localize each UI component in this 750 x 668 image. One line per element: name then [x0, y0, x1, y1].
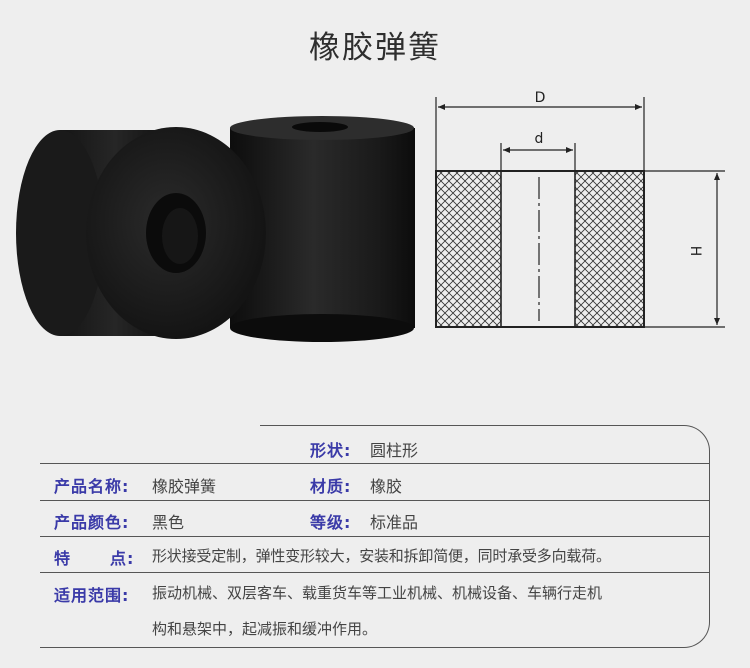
front-cylinder	[16, 127, 266, 339]
spec-panel-mask	[40, 424, 260, 427]
height-label: H	[687, 246, 703, 257]
shape-value: 圆柱形	[370, 441, 419, 460]
product-photo	[16, 116, 415, 342]
shape-label: 形状:	[310, 441, 352, 460]
features-value: 形状接受定制，弹性变形较大，安装和拆卸简便，同时承受多向载荷。	[152, 547, 611, 565]
usage-value-line1: 振动机械、双层客车、载重货车等工业机械、机械设备、车辆行走机	[152, 584, 603, 602]
usage-label: 适用范围:	[54, 586, 130, 605]
row-divider	[40, 572, 710, 573]
row-divider	[40, 536, 710, 537]
usage-value-line2: 构和悬架中，起减振和缓冲作用。	[152, 620, 378, 638]
page-title: 橡胶弹簧	[309, 30, 441, 66]
grade-label: 等级:	[310, 513, 352, 532]
name-value: 橡胶弹簧	[152, 477, 217, 496]
grade-value: 标准品	[370, 513, 419, 532]
features-label-first: 特	[54, 549, 72, 568]
dimension-diagram: D d H	[435, 90, 725, 328]
material-label: 材质:	[310, 477, 352, 496]
features-label-second: 点:	[110, 549, 135, 568]
name-label: 产品名称:	[54, 477, 130, 496]
color-value: 黑色	[152, 513, 185, 532]
outer-diameter-label: D	[535, 90, 546, 106]
material-value: 橡胶	[370, 477, 403, 496]
color-label: 产品颜色:	[54, 513, 130, 532]
inner-diameter-label: d	[535, 131, 544, 147]
row-divider	[40, 500, 710, 501]
row-divider	[40, 463, 710, 464]
